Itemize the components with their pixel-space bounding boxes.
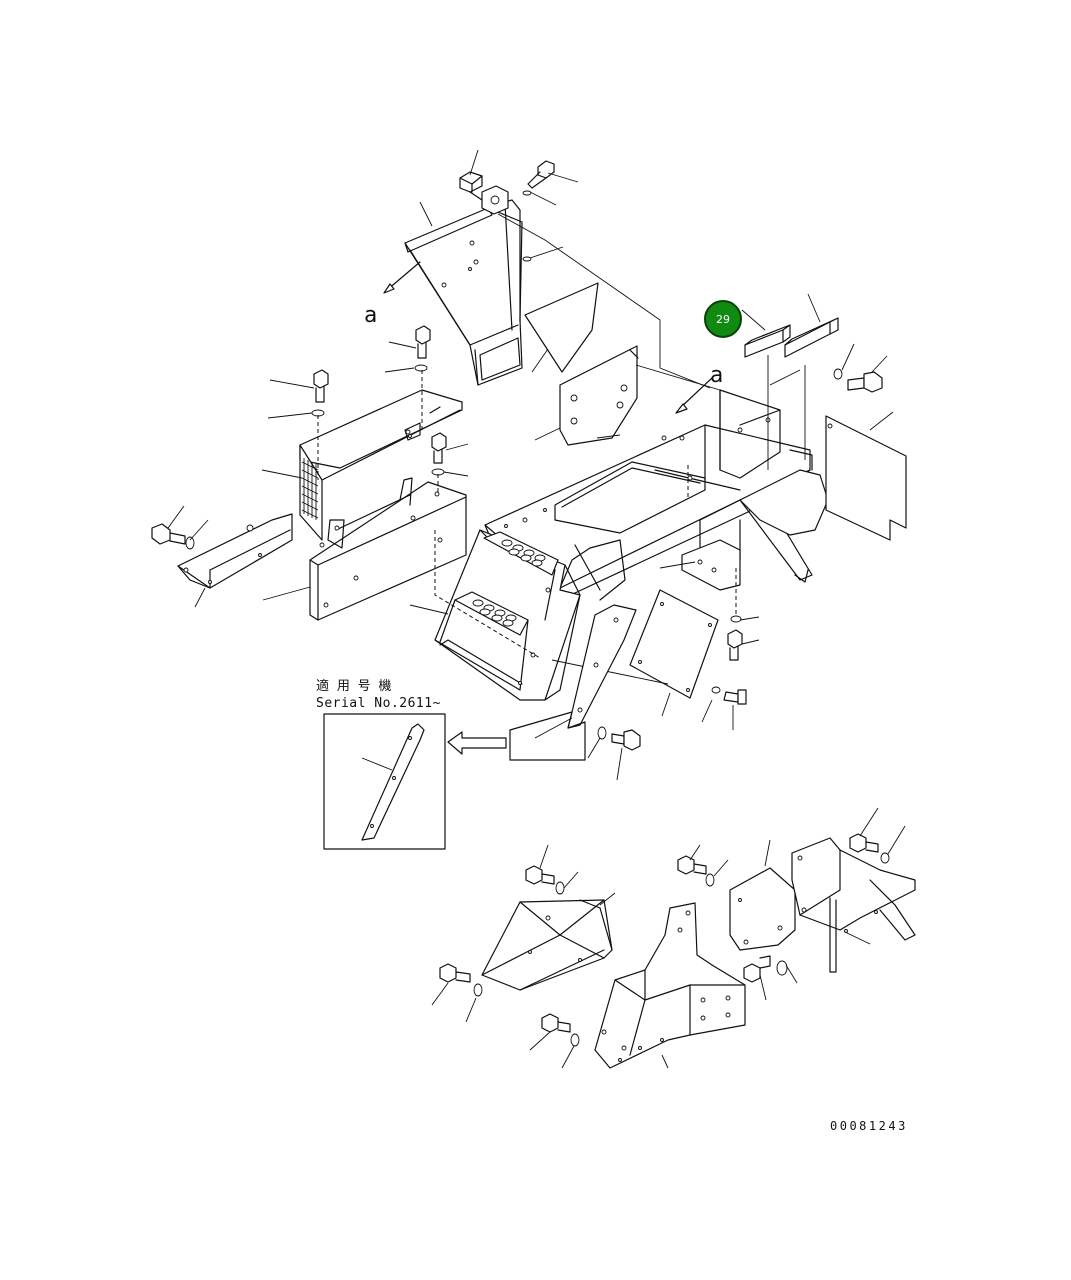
step-assembly xyxy=(409,529,581,701)
bolt-lower-3 xyxy=(541,1013,571,1033)
serial-detail-inset xyxy=(323,713,446,850)
bolt-left-side xyxy=(151,523,186,545)
bolt-lower-2 xyxy=(439,963,471,983)
bolt-right-mid xyxy=(723,689,747,705)
lower-left-bracket xyxy=(481,892,616,991)
hinged-panel xyxy=(524,282,639,446)
bolt-lower-1 xyxy=(525,865,555,885)
bolt-upper-left xyxy=(313,369,329,403)
bolt-lower-5 xyxy=(743,955,771,983)
bolt-lower-4 xyxy=(677,855,707,875)
lower-center-bracket xyxy=(594,902,746,1069)
guard-bracket-assembly xyxy=(447,604,641,781)
grille-pattern xyxy=(301,458,319,520)
right-side-parts xyxy=(551,293,907,730)
bolt-right-top xyxy=(847,371,883,393)
applicable-serial-jp: 適 用 号 機 xyxy=(316,678,391,694)
callout-circle xyxy=(704,300,742,338)
lower-right-bracket xyxy=(729,837,916,973)
left-side-assembly xyxy=(151,325,541,659)
view-marker-right: a xyxy=(710,363,723,388)
callout-number: 29 xyxy=(716,313,730,326)
bolt-guard xyxy=(611,729,641,751)
drawing-number: 00081243 xyxy=(830,1119,908,1133)
applicable-serial-en: Serial No.2611~ xyxy=(316,696,441,711)
callout-29[interactable]: 29 xyxy=(704,300,742,338)
lower-bolts-washers xyxy=(431,807,906,1069)
step-tread-holes-upper xyxy=(501,539,546,567)
bolt-lower-6 xyxy=(849,833,879,853)
main-frame xyxy=(484,355,829,601)
upper-guard-assembly xyxy=(383,149,661,386)
view-marker-left: a xyxy=(364,303,377,328)
bolt-upper-mid xyxy=(415,325,431,359)
bolt-mid-side xyxy=(431,432,447,464)
step-tread-holes-lower xyxy=(472,599,517,627)
